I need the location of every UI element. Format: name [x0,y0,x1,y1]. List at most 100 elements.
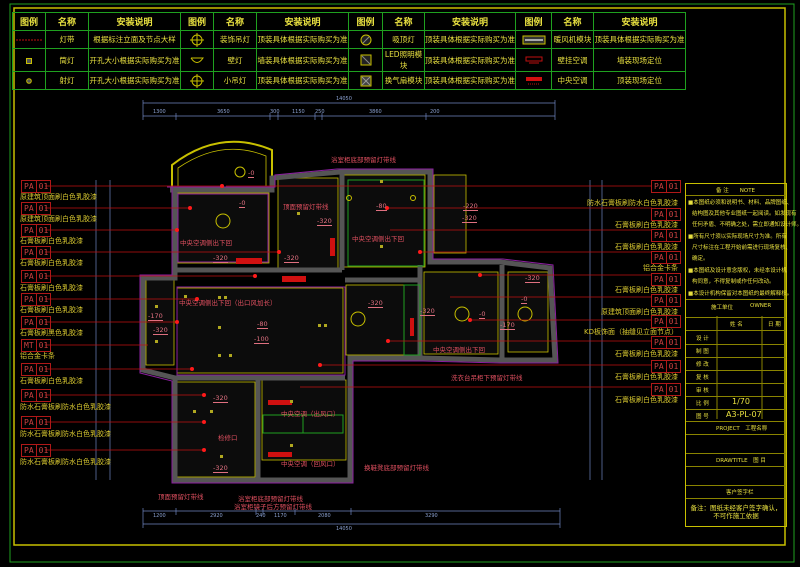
legend-name: 中央空调 [551,71,594,90]
leader-lines [45,185,652,451]
wall-lamp-icon [180,48,214,72]
dimension-total-bottom: 14050 [336,526,352,532]
legend-desc: 顶装具体根据实际购买为准 [424,71,516,90]
role-drafting: 制 图 [696,349,709,355]
ac-units [236,238,414,457]
dimension-segment: 250 [315,109,325,115]
heater-module-icon [515,30,552,49]
elevation-mark: -320 [213,394,228,403]
title-block-grid [716,316,763,419]
dimension-segment: 1300 [153,109,166,115]
material-note: 石膏板刷白色乳胶漆 [615,373,678,381]
legend-header-icon: 图例 [515,12,552,31]
tag-number: 01 [665,252,681,263]
tag-number: 01 [35,417,51,428]
legend-desc: 顶装具体根据实际购买为准 [256,30,349,49]
client-signature-label: 客户签字栏 [726,490,754,496]
plan-note: 中央空调侧出下回（出口风加长） [179,299,277,307]
elevation-mark: -320 [213,254,228,263]
legend-table: 图例 名称 安装说明 图例 名称 安装说明 图例 名称 安装说明 图例 名称 安… [12,12,686,90]
scale-value: 1/70 [732,397,750,406]
tag-number: 01 [665,230,681,241]
tag-code: PA [654,385,664,394]
ceiling-light-icon [348,30,383,49]
elevation-mark: -0 [239,199,246,208]
legend-header-icon: 图例 [12,12,46,31]
elevation-mark: -320 [284,254,299,263]
dimension-segment: 240 [256,513,266,519]
legend-name: 吸顶灯 [382,30,425,49]
legend-row: 灯带 根据标注立面及节点大样 装饰吊灯 顶装具体根据实际购买为准 吸顶灯 顶装具… [12,30,686,49]
tag-number: 01 [35,340,51,351]
dimension-segment: 1200 [153,513,166,519]
material-note: 石膏板刷白色乳胶漆 [615,221,678,229]
material-note: 原建筑顶面刷白色乳胶漆 [601,308,678,316]
legend-name: 灯带 [45,30,89,49]
plan-note: 顶面预留灯带线 [158,493,204,501]
plan-note: 换鞋凳底部预留灯带线 [364,464,429,472]
material-note: 石膏板刷白色乳胶漆 [20,306,83,314]
elevation-mark: -80 [257,320,268,329]
tag-number: 01 [35,294,51,305]
legend-desc: 开孔大小根据实际购买为准 [88,71,181,90]
elevation-mark: -170 [500,321,515,330]
note-line: ■本图纸及设计意念版权，未经本设计机 [688,268,787,274]
dimension-segment: 3290 [425,513,438,519]
tag-number: 01 [665,274,681,285]
leader-dots [175,184,482,452]
note-line: 结构图及其他专业图纸一起阅读。如发现有 [692,211,797,217]
legend-name: 装饰吊灯 [213,30,257,49]
legend-desc: 开孔大小根据实际购买为准 [88,48,181,72]
elevation-mark: -170 [148,312,163,321]
legend-header-icon: 图例 [348,12,383,31]
pendant-icon [180,71,214,90]
floor-plan [139,140,559,484]
tag-number: 01 [35,317,51,328]
material-note: 石膏板刷白色乳胶漆 [20,237,83,245]
central-ac-icon [515,71,552,90]
tag-code: PA [24,248,34,257]
inner-frame [13,7,786,546]
elevation-mark: -0 [479,310,486,319]
title-block: 备 注 NOTE ■本图纸必须和说明书、材料、品牌图纸、 结构图及其他专业图纸一… [685,183,800,527]
role-revision: 修 改 [696,362,709,368]
name-header: 姓 名 [730,322,743,328]
drawing-no-value: A3-PL-07 [726,410,762,419]
legend-header-desc: 安装说明 [424,12,516,31]
material-note: 防水石膏板刷防水白色乳胶漆 [20,403,111,411]
legend-header-name: 名称 [45,12,89,31]
tag-code: PA [24,295,34,304]
elevation-mark: -320 [213,464,228,473]
exhaust-fan-icon [348,71,383,90]
light-strip-icon [12,30,46,49]
plan-note: 中央空调（回风口） [281,460,340,468]
elevation-mark: -0 [521,295,528,304]
legend-desc: 顶装具体根据实际购买为准 [256,71,349,90]
material-note: 防水石膏板刷防水白色乳胶漆 [587,199,678,207]
material-note: 石膏板刷白色乳胶漆 [20,377,83,385]
tag-number: 01 [35,247,51,258]
elevation-mark: -320 [317,217,332,226]
chandelier-icon [180,30,214,49]
tag-number: 01 [665,181,681,192]
tag-code: PA [24,226,34,235]
owner-label: 施工单位 [711,305,734,311]
tag-code: PA [24,391,34,400]
material-note: 石膏板刷白色乳胶漆 [615,350,678,358]
dimension-segment: 2920 [210,513,223,519]
